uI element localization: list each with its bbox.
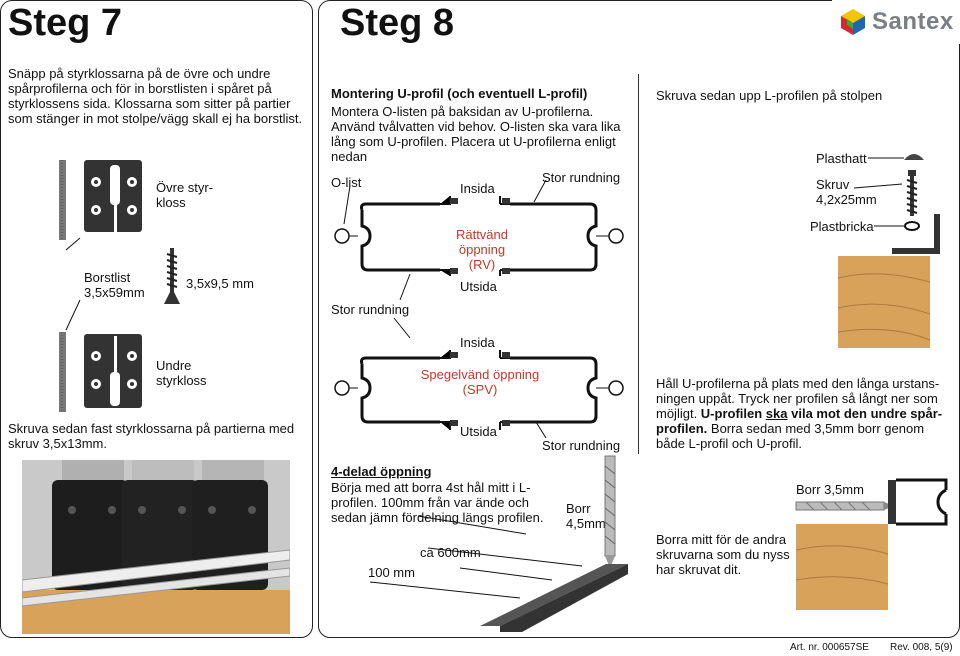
santex-logo-text: Santex [872,8,954,35]
brush-leader-lines [65,237,81,331]
screw-assembly-illustration [837,154,940,348]
guide-block-photo [22,460,290,634]
fourpart-heading: 4-delad öppning [331,464,432,479]
olist-label: O-list [331,175,362,190]
plastbricka-label: Plastbricka [810,219,874,234]
stor-rundning-label-2: Stor rundning [331,302,410,317]
lprofile-drill-illustration [369,455,628,632]
hold-text-1: Håll U-profilerna på plats med den långa… [656,376,940,421]
lower-guide-block-label: Undre styrkloss [156,358,207,388]
santex-logo: Santex [832,0,960,44]
hold-text-bold-2: vila mot den undre spår-profilen. [656,406,943,436]
ca600-label: ca 600mm [420,545,481,560]
fourpart-text: Börja med att borra 4st hål mitt i L-pro… [331,480,544,525]
stor-rundning-leader-2 [393,273,411,339]
hold-text: Håll U-profilerna på plats med den långa… [656,376,948,451]
utsida-label-1: Utsida [460,279,497,294]
lower-guide-block-illustration [59,332,142,412]
hold-text-bold-1: U-profilen [700,406,766,421]
spv-profile-diagram [334,350,624,439]
skruv-label: Skruv 4,2x25mm [816,177,877,207]
guide-block-photo-drawing [22,460,290,634]
stor-rundning-label-1: Stor rundning [542,170,621,185]
mount-heading: Montering U-profil (och eventuell L-prof… [331,86,588,101]
drill-text: Borra mitt för de andra skruvarna som du… [656,532,790,577]
small-screw-label: 3,5x9,5 mm [186,276,254,291]
hold-text-2: Borra sedan med 3,5mm borr genom både L-… [656,421,925,451]
step7-title: Steg 7 [8,2,123,44]
rv-profile-diagram [334,179,624,276]
santex-logo-mark-icon [841,9,865,35]
column-divider [638,74,639,454]
step7-intro: Snäpp på styrklossarna på de övre och un… [8,66,303,126]
upper-guide-block-label: Övre styr- kloss [156,180,214,210]
step8-title: Steg 8 [340,2,455,44]
small-screw-icon [164,248,180,304]
step7-fasten-text: Skruva sedan fast styrklossarna på parti… [8,421,295,451]
revision: Rev. 008, 5(9) [890,642,953,653]
mm100-label: 100 mm [368,565,415,580]
drill-4-5-label: Borr 4,5mm [566,501,606,531]
utsida-label-2: Utsida [460,424,497,439]
insida-label-2: Insida [460,335,495,350]
drill-through-illustration [795,478,948,610]
brush-strip-label: Borstlist 3,5x59mm [84,270,145,300]
insida-label-1: Insida [460,181,495,196]
screw-up-text: Skruva sedan upp L-profilen på stolpen [656,88,883,103]
hold-text-bold-ska: ska [765,406,788,421]
article-number: Art. nr. 000657SE [790,642,869,653]
plasthatt-label: Plasthatt [816,151,867,166]
spv-label: Spegelvänd öppning (SPV) [420,367,540,397]
drill-3-5-label: Borr 3,5mm [796,482,864,497]
stor-rundning-label-3: Stor rundning [542,438,621,453]
rv-label: Rättvänd öppning (RV) [455,227,509,272]
mount-text: Montera O-listen på baksidan av U-profil… [331,104,621,164]
upper-guide-block-illustration [59,160,142,240]
